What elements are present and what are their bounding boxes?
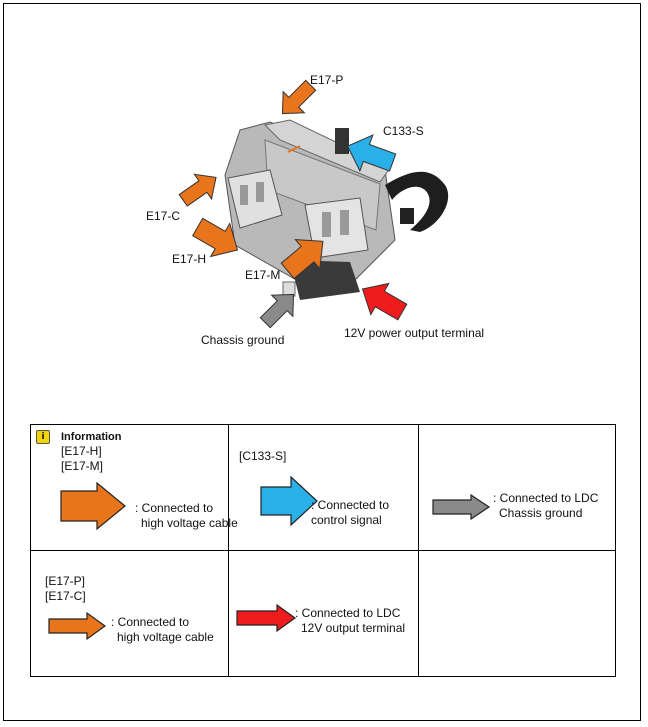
desc-ldc-ground-line1: : Connected to LDC bbox=[493, 491, 599, 505]
desc-hv-line2: high voltage cable bbox=[141, 516, 238, 530]
info-title: Information bbox=[61, 431, 122, 443]
code-e17m: [E17-M] bbox=[61, 459, 104, 473]
label-e17m: E17-M bbox=[245, 268, 281, 282]
label-chassis-ground: Chassis ground bbox=[201, 333, 285, 347]
desc-hv2-line1: : Connected to bbox=[111, 615, 190, 629]
red-arrow-icon bbox=[236, 603, 297, 633]
orange-small-arrow-icon bbox=[48, 611, 107, 641]
blue-arrow-icon bbox=[260, 475, 318, 527]
label-e17p: E17-P bbox=[310, 73, 344, 87]
code-e17h: [E17-H] bbox=[61, 444, 102, 458]
info-icon: i bbox=[36, 430, 50, 444]
desc-hv2-line2: high voltage cable bbox=[117, 630, 214, 644]
arrow-e17m bbox=[280, 239, 324, 280]
arrow-chassis-ground bbox=[259, 293, 295, 329]
code-e17p: [E17-P] bbox=[45, 574, 86, 588]
page-frame bbox=[3, 3, 641, 721]
legend-cell-e17p-e17c: [E17-P] [E17-C] : Connected to high volt… bbox=[30, 550, 229, 677]
desc-control-line2: control signal bbox=[311, 513, 382, 527]
legend-cell-empty bbox=[418, 550, 616, 677]
legend-table: i Information [E17-H] [E17-M] : Connecte… bbox=[30, 424, 616, 677]
legend-cell-chassis-ground: : Connected to LDC Chassis ground bbox=[418, 424, 616, 551]
legend-cell-e17h-e17m: i Information [E17-H] [E17-M] : Connecte… bbox=[30, 424, 238, 551]
gray-arrow-icon bbox=[432, 493, 491, 521]
arrow-e17c bbox=[178, 173, 217, 207]
code-e17c: [E17-C] bbox=[45, 589, 86, 603]
label-12v-output: 12V power output terminal bbox=[344, 326, 485, 340]
arrow-e17h bbox=[191, 217, 239, 258]
desc-12v-line2: 12V output terminal bbox=[301, 621, 406, 635]
arrow-c133s bbox=[346, 134, 397, 173]
callout-arrows bbox=[178, 79, 408, 329]
desc-control-line1: : Connected to bbox=[311, 498, 390, 512]
label-c133s: C133-S bbox=[383, 124, 424, 138]
label-e17c: E17-C bbox=[146, 209, 181, 223]
orange-arrow-icon bbox=[60, 481, 126, 531]
label-e17h: E17-H bbox=[172, 252, 207, 266]
desc-12v-line1: : Connected to LDC bbox=[295, 606, 401, 620]
arrow-12v-output bbox=[361, 282, 408, 321]
legend-cell-12v-output: : Connected to LDC 12V output terminal bbox=[228, 550, 419, 677]
desc-hv-line1: : Connected to bbox=[135, 501, 214, 515]
desc-ldc-ground-line2: Chassis ground bbox=[499, 506, 583, 520]
arrow-e17p bbox=[281, 79, 317, 115]
code-c133s: [C133-S] bbox=[239, 449, 287, 463]
legend-cell-c133s: [C133-S] : Connected to control signal bbox=[228, 424, 419, 551]
